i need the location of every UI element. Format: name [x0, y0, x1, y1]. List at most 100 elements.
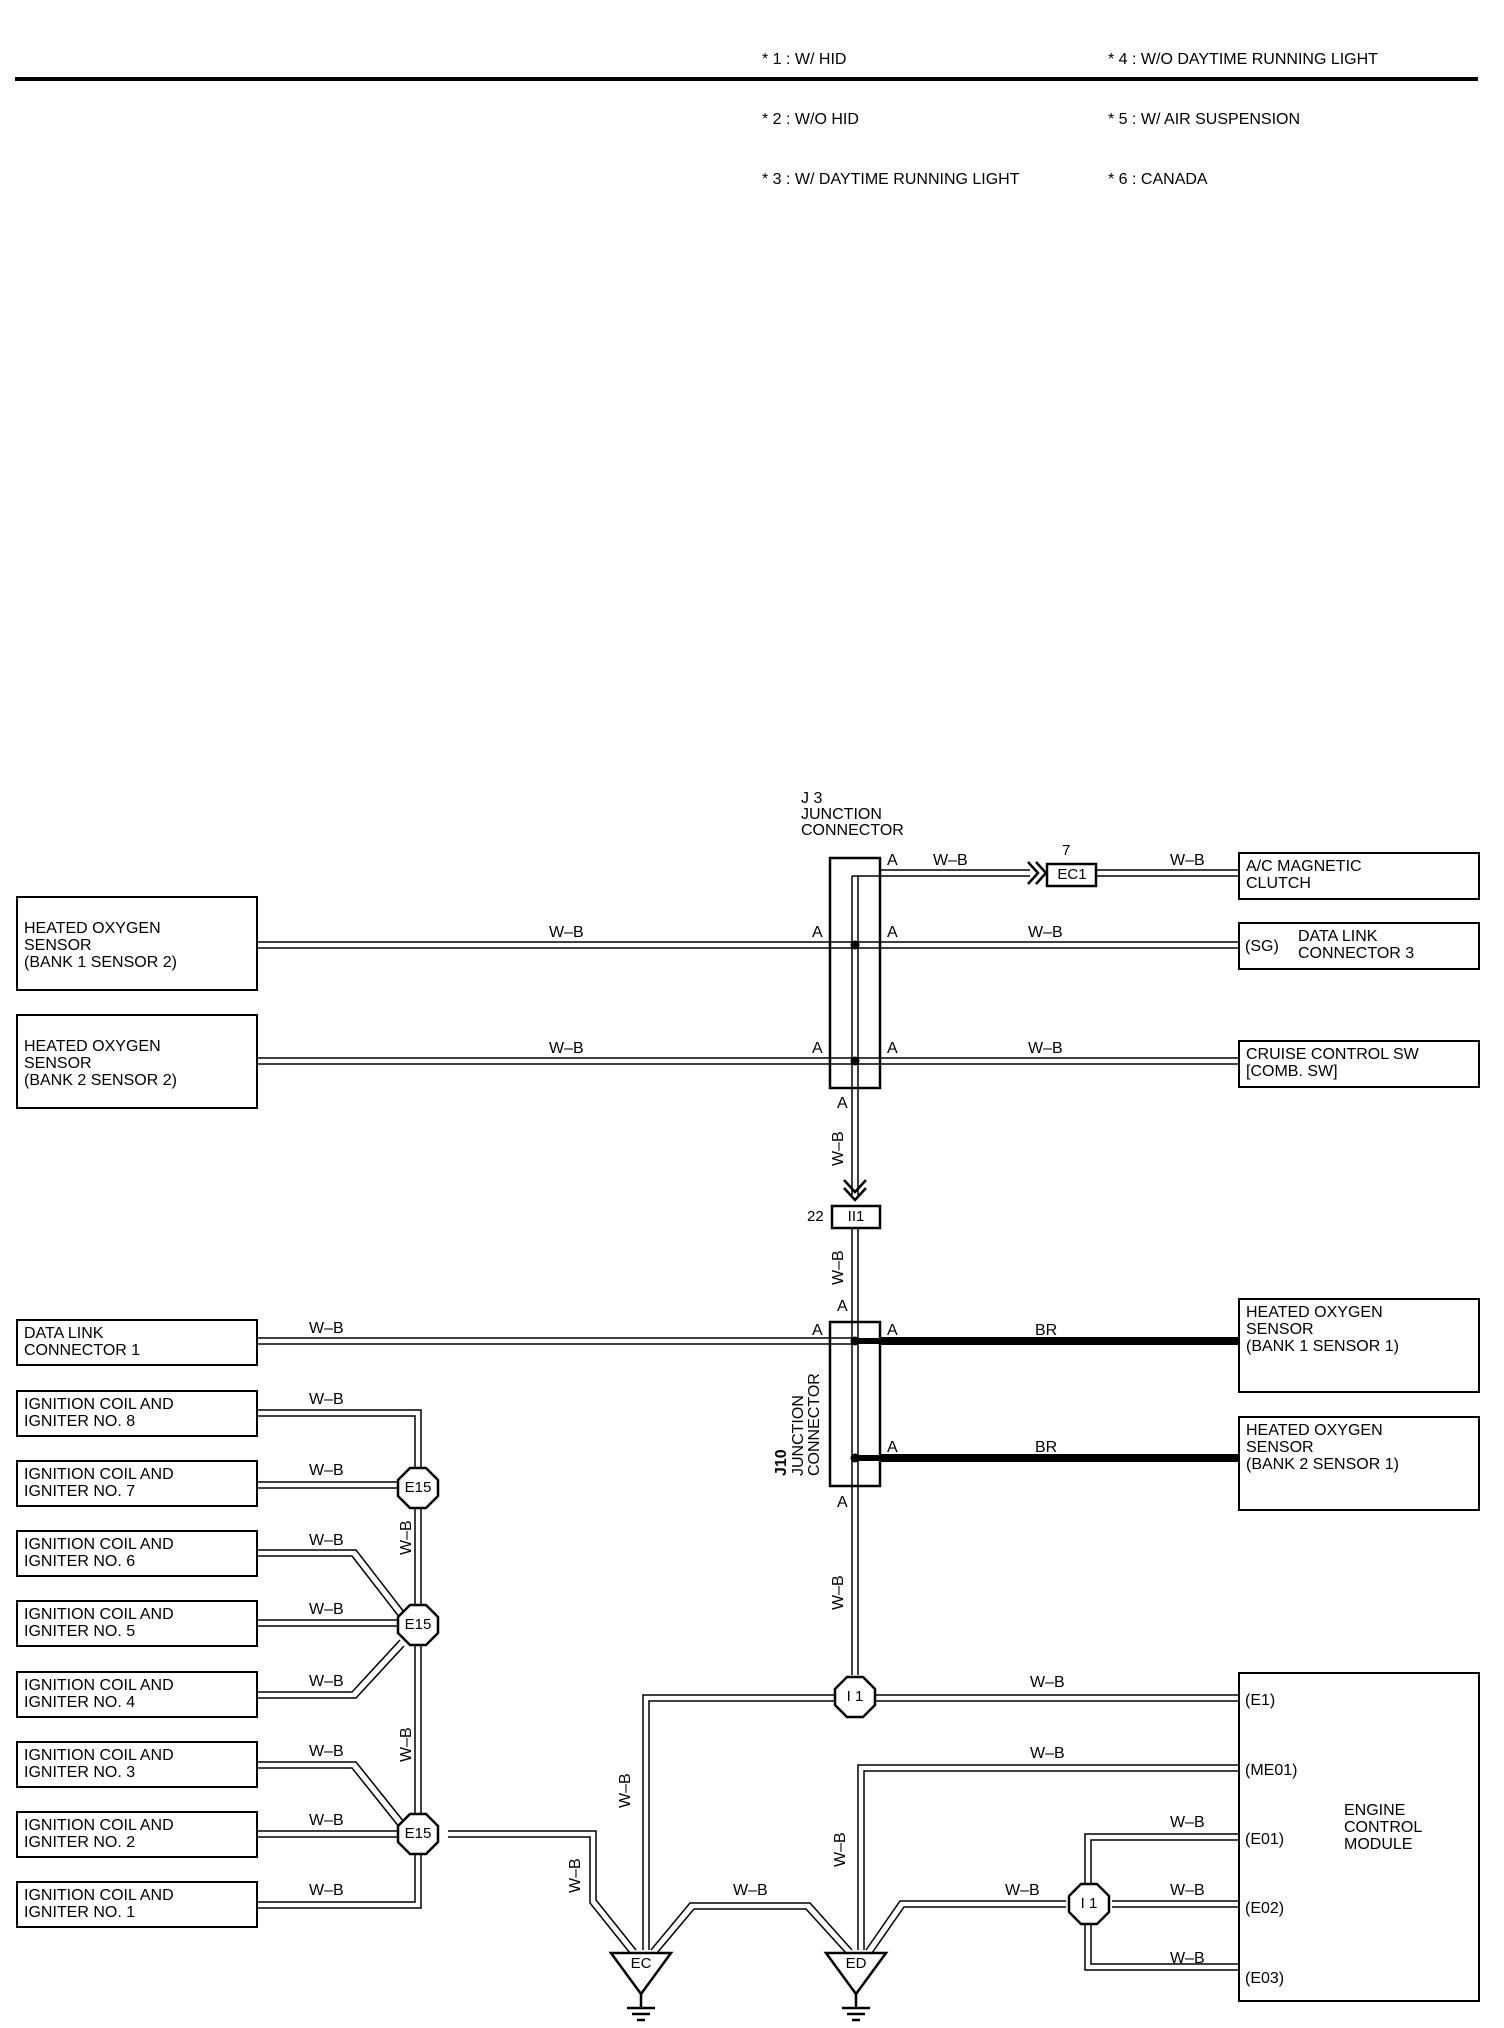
component-label: IGNITION COIL AND	[24, 1396, 174, 1413]
wire-ec-to-ed	[650, 1902, 853, 1954]
component-label: HEATED OXYGEN	[24, 1038, 161, 1055]
pin-label: A	[887, 1322, 898, 1339]
wire-color-label: W–B	[830, 1250, 847, 1285]
j3-bus	[830, 875, 880, 1088]
legend-item: * 5 : W/ AIR SUSPENSION	[1108, 111, 1301, 128]
wire-color-label: W–B	[1028, 1040, 1063, 1057]
wire-color-label: W–B	[309, 1320, 344, 1337]
e15-connector	[396, 1603, 440, 1647]
pin-label: A	[887, 852, 898, 869]
pin-label: A	[812, 1040, 823, 1057]
e15-connector	[396, 1812, 440, 1856]
component-label: DATA LINK	[1298, 928, 1378, 945]
ecm-pin-me01: (ME01)	[1245, 1762, 1298, 1779]
wire-color-label: W–B	[933, 852, 968, 869]
ground-ed-label: ED	[845, 1955, 867, 1972]
wire-color-label: W–B	[1170, 852, 1205, 869]
component-label: IGNITER NO. 2	[24, 1834, 136, 1851]
component-label: HEATED OXYGEN	[1246, 1422, 1383, 1439]
component-label: IGNITION COIL AND	[24, 1817, 174, 1834]
pin-label: A	[812, 1322, 823, 1339]
component-label: DATA LINK	[24, 1325, 104, 1342]
wire-color-label: W–B	[1030, 1674, 1065, 1691]
legend-col1: * 1 : W/ HID * 2 : W/O HID * 3 : W/ DAYT…	[762, 10, 1020, 210]
ac-magnetic-clutch: A/C MAGNETIC CLUTCH	[1238, 852, 1480, 900]
component-label: IGNITER NO. 5	[24, 1623, 136, 1640]
e15-label: E15	[404, 1479, 432, 1496]
component-label: CLUTCH	[1246, 875, 1311, 892]
component-label: HEATED OXYGEN	[24, 920, 161, 937]
wire-color-label: W–B	[549, 924, 584, 941]
wire-dlc1	[258, 1337, 830, 1345]
wire-color-label: W–B	[549, 1040, 584, 1057]
legend-item: * 3 : W/ DAYTIME RUNNING LIGHT	[762, 171, 1020, 188]
wire-color-label: W–B	[1170, 1814, 1205, 1831]
splice-dot	[850, 940, 860, 950]
wire-color-label: BR	[1035, 1322, 1058, 1339]
heated-oxygen-sensor-bank1-sensor2: HEATED OXYGEN SENSOR (BANK 1 SENSOR 2)	[16, 896, 258, 991]
ground-ed-icon	[823, 1951, 889, 2022]
ecm-pin-e02: (E02)	[1245, 1900, 1285, 1917]
component-label: (BANK 1 SENSOR 1)	[1246, 1338, 1399, 1355]
wire-color-label: W–B	[309, 1743, 344, 1760]
wire-color-label: W–B	[309, 1391, 344, 1408]
ec1-pin: 7	[1062, 842, 1071, 859]
data-link-connector-3: (SG) DATA LINK CONNECTOR 3	[1238, 922, 1480, 970]
component-label: IGNITION COIL AND	[24, 1606, 174, 1623]
legend-item: * 4 : W/O DAYTIME RUNNING LIGHT	[1108, 51, 1378, 68]
wire-color-label: W–B	[309, 1532, 344, 1549]
wire-color-label: W–B	[398, 1727, 415, 1762]
ecm-name-line: MODULE	[1344, 1836, 1413, 1853]
wire-color-label: W–B	[830, 1131, 847, 1166]
component-label: SENSOR	[1246, 1321, 1314, 1338]
wire-color-label: W–B	[1170, 1882, 1205, 1899]
component-label: IGNITER NO. 8	[24, 1413, 136, 1430]
wire-color-label: W–B	[832, 1832, 849, 1867]
wire-color-label: W–B	[617, 1773, 634, 1808]
component-label: (BANK 2 SENSOR 1)	[1246, 1456, 1399, 1473]
i1-label: I 1	[1080, 1895, 1098, 1912]
i1-connector	[833, 1675, 877, 1719]
j3-name-line1: JUNCTION	[801, 806, 882, 823]
wire-color-label: W–B	[309, 1462, 344, 1479]
pin-label: A	[837, 1095, 848, 1112]
legend-item: * 6 : CANADA	[1108, 171, 1208, 188]
legend-item: * 2 : W/O HID	[762, 111, 859, 128]
ground-ec-label: EC	[630, 1955, 652, 1972]
legend-item: * 1 : W/ HID	[762, 51, 847, 68]
ignition-coil-igniter-8: IGNITION COIL AND IGNITER NO. 8	[16, 1390, 258, 1437]
component-label: SENSOR	[1246, 1439, 1314, 1456]
wire-color-label: W–B	[309, 1673, 344, 1690]
component-label: (BANK 1 SENSOR 2)	[24, 954, 177, 971]
component-label: A/C MAGNETIC	[1246, 858, 1362, 875]
wire-color-label: W–B	[567, 1858, 584, 1893]
wire-color-label: W–B	[733, 1882, 768, 1899]
wire-me01	[857, 1764, 1238, 1950]
ignition-coil-igniter-1: IGNITION COIL AND IGNITER NO. 1	[16, 1881, 258, 1928]
pin-label: A	[837, 1494, 848, 1511]
wire-j3-to-ii1	[843, 1088, 867, 1202]
ec1-name: EC1	[1057, 866, 1087, 883]
component-label: CONNECTOR 3	[1298, 945, 1415, 962]
wire-color-label: W–B	[1170, 1950, 1205, 1967]
legend-col2: * 4 : W/O DAYTIME RUNNING LIGHT * 5 : W/…	[1108, 10, 1378, 210]
component-label: (BANK 2 SENSOR 2)	[24, 1072, 177, 1089]
wire-color-label: W–B	[309, 1601, 344, 1618]
wire-color-label: BR	[1035, 1439, 1058, 1456]
component-label: IGNITION COIL AND	[24, 1536, 174, 1553]
ecm-pin-e01: (E01)	[1245, 1831, 1285, 1848]
ec1-connector-box	[1045, 862, 1098, 888]
pin-label: A	[887, 924, 898, 941]
wire-e1	[642, 1694, 1238, 1950]
j10-id: J10	[773, 1449, 790, 1476]
component-label: [COMB. SW]	[1246, 1063, 1338, 1080]
ignition-coil-igniter-6: IGNITION COIL AND IGNITER NO. 6	[16, 1530, 258, 1577]
ignition-coil-igniter-2: IGNITION COIL AND IGNITER NO. 2	[16, 1811, 258, 1858]
wire-ignition-group	[258, 1409, 422, 1909]
component-label: IGNITER NO. 1	[24, 1904, 136, 1921]
component-label: IGNITER NO. 7	[24, 1483, 136, 1500]
wire-color-label: W–B	[309, 1882, 344, 1899]
component-label: IGNITION COIL AND	[24, 1887, 174, 1904]
pin-label: A	[887, 1439, 898, 1456]
